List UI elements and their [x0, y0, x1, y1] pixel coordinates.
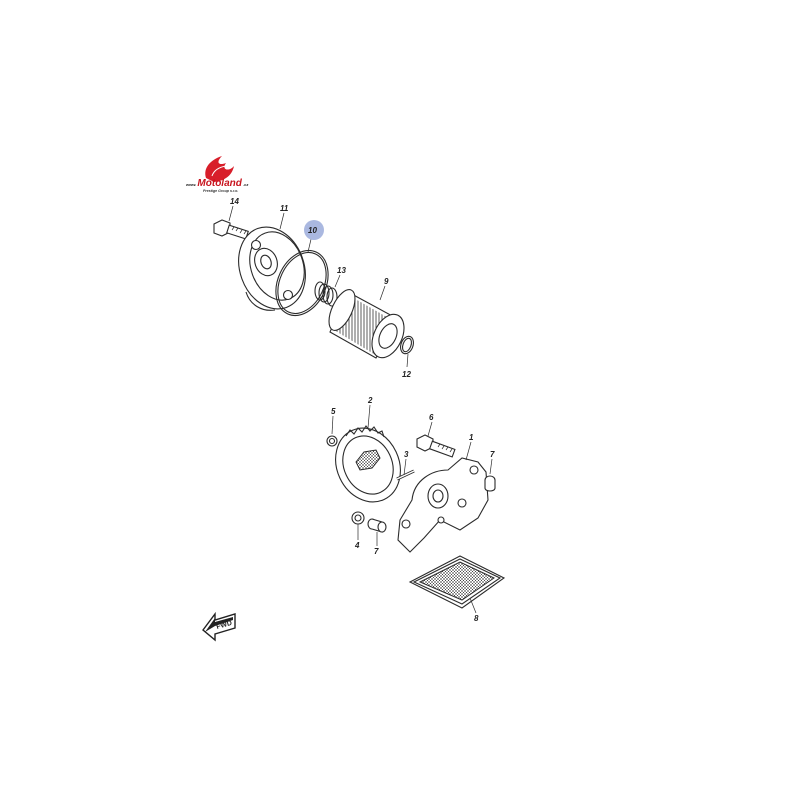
- callout-14[interactable]: 14: [230, 197, 239, 206]
- svg-text:www. Motoland .cz: www. Motoland .cz: [186, 178, 248, 189]
- callout-1[interactable]: 1: [469, 433, 474, 442]
- pin-3: [396, 469, 415, 481]
- callout-6[interactable]: 6: [429, 413, 434, 422]
- logo-tld: .cz: [243, 182, 248, 187]
- logo-www: www.: [186, 182, 196, 187]
- bolt-6: [416, 434, 456, 458]
- callout-10[interactable]: 10: [308, 226, 317, 235]
- callout-8[interactable]: 8: [474, 614, 479, 623]
- callout-5[interactable]: 5: [331, 407, 336, 416]
- callout-9[interactable]: 9: [384, 277, 389, 286]
- callout-3[interactable]: 3: [404, 450, 409, 459]
- fwd-label: FWD: [216, 620, 233, 631]
- circlip-5: [326, 435, 338, 447]
- spring-13: [314, 281, 338, 307]
- callout-4[interactable]: 4: [354, 541, 360, 550]
- callout-7b[interactable]: 7: [374, 547, 379, 556]
- filter-cap-11: [238, 226, 306, 311]
- oil-pump-body-1: [397, 457, 489, 553]
- callout-2[interactable]: 2: [367, 396, 373, 405]
- logo-tagline: Prestige Group s.r.o.: [203, 189, 238, 193]
- motoland-logo: www. Motoland .cz Prestige Group s.r.o.: [186, 156, 248, 193]
- callouts: 14 11 10 13 9 12 5 2 6 1 3 7 4 7 8: [230, 197, 495, 623]
- oil-filter-9: [328, 289, 405, 359]
- bolt-14: [213, 219, 249, 240]
- washer-4: [351, 511, 365, 525]
- o-ring-10: [275, 250, 329, 316]
- leader-lines: [228, 205, 493, 614]
- dowel-7a: [484, 475, 496, 492]
- callout-11[interactable]: 11: [280, 204, 289, 213]
- forward-arrow-icon: FWD: [202, 611, 236, 642]
- callout-12[interactable]: 12: [402, 370, 411, 379]
- callout-13[interactable]: 13: [337, 266, 346, 275]
- logo-name: Motoland: [197, 178, 242, 189]
- strainer-8: [408, 555, 506, 609]
- callout-7a[interactable]: 7: [490, 450, 495, 459]
- o-ring-12: [400, 335, 414, 355]
- dowel-7b: [367, 518, 387, 533]
- pump-gear-2: [335, 425, 401, 503]
- highlight-marker: [304, 220, 324, 240]
